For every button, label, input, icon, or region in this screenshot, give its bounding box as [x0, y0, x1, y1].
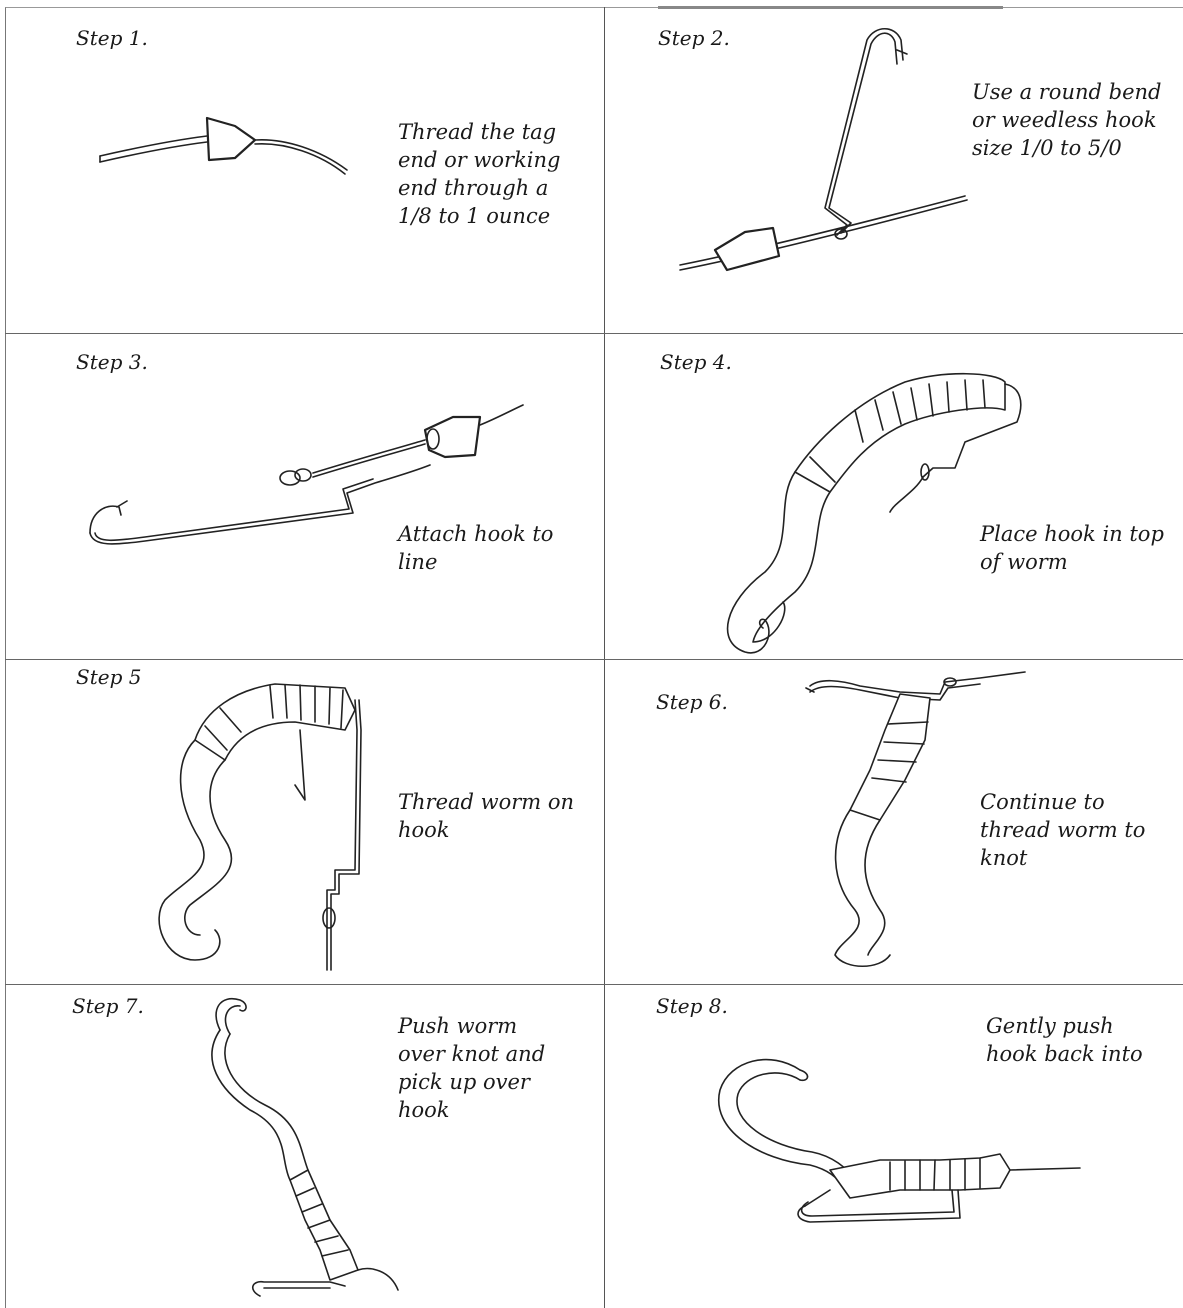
row-divider-2 [5, 659, 1183, 660]
step-1-caption: Thread the tag end or working end throug… [398, 118, 561, 230]
step-8-label: Step 8. [656, 994, 728, 1018]
step-3-caption: Attach hook to line [398, 520, 553, 576]
step-6-caption: Continue to thread worm to knot [980, 788, 1145, 872]
step-3-label: Step 3. [76, 350, 148, 374]
column-divider [604, 7, 605, 1308]
top-edge-mark [658, 6, 1003, 9]
row-divider-3 [5, 984, 1183, 985]
hook-tied-on-line-illustration [675, 20, 975, 280]
step-7-caption: Push worm over knot and pick up over hoo… [398, 1012, 545, 1124]
step-4-caption: Place hook in top of worm [980, 520, 1164, 576]
step-8-caption: Gently push hook back into [986, 1012, 1143, 1068]
step-5-caption: Thread worm on hook [398, 788, 574, 844]
sinker-on-line-illustration [95, 100, 355, 200]
hook-in-worm-illustration [705, 362, 975, 662]
step-1-label: Step 1. [76, 26, 148, 50]
step-2-caption: Use a round bend or weedless hook size 1… [972, 78, 1161, 162]
step-5-label: Step 5 [76, 665, 141, 689]
row-divider-1 [5, 333, 1183, 334]
worm-threaded-illustration [145, 670, 375, 970]
step-6-label: Step 6. [656, 690, 728, 714]
step-7-label: Step 7. [72, 994, 144, 1018]
